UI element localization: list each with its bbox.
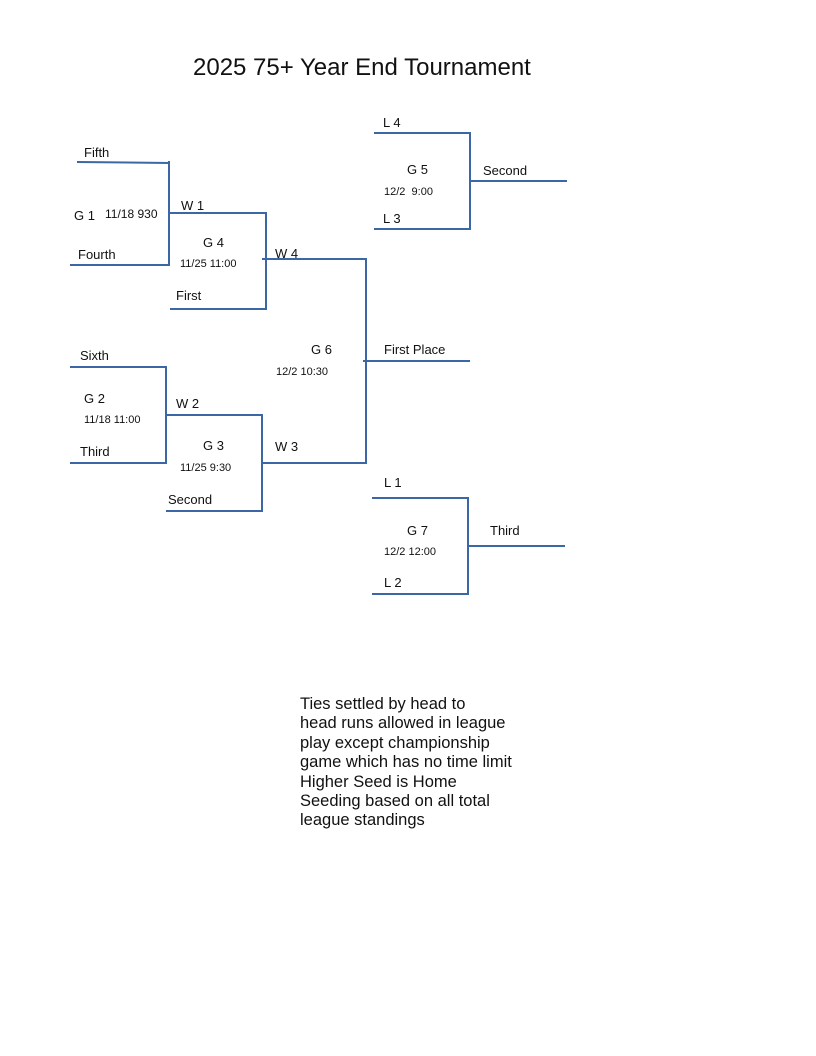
g1-top-line <box>76 160 171 165</box>
g1-bottom-team: Fourth <box>78 247 116 262</box>
g4-bottom-team: First <box>176 288 202 303</box>
page-title: 2025 75+ Year End Tournament <box>193 54 531 81</box>
g2-name: G 2 <box>84 391 105 406</box>
g7-name: G 7 <box>407 523 428 538</box>
g6-result: First Place <box>384 342 446 357</box>
notes-line: Higher Seed is Home <box>300 772 457 791</box>
g2-schedule: 11/18 11:00 <box>84 414 141 426</box>
g5-bottom-team: L 3 <box>383 211 401 226</box>
g6-top-team: W 4 <box>275 246 299 261</box>
g5-top-team: L 4 <box>383 115 401 130</box>
g5-name: G 5 <box>407 162 428 177</box>
g7-bottom-team: L 2 <box>384 575 402 590</box>
notes-line: Ties settled by head to <box>300 695 466 713</box>
g4-name: G 4 <box>203 235 224 250</box>
g7-top-team: L 1 <box>384 475 402 490</box>
g2-bottom-team: Third <box>80 444 110 459</box>
notes-line: head runs allowed in league <box>300 714 506 733</box>
notes-line: game which has no time limit <box>300 753 512 772</box>
g3-schedule: 11/25 9:30 <box>180 462 232 474</box>
notes-line: league standings <box>300 811 425 830</box>
g6-schedule: 12/2 10:30 <box>276 366 328 378</box>
g4-schedule: 11/25 11:00 <box>180 258 237 270</box>
g6-bottom-team: W 3 <box>275 439 299 454</box>
g2-top-team: Sixth <box>80 348 109 363</box>
g6-name: G 6 <box>311 342 332 357</box>
g7-result: Third <box>490 523 520 538</box>
g4-top-team: W 1 <box>181 198 205 213</box>
notes-line: play except championship <box>300 733 490 752</box>
g7-schedule: 12/2 12:00 <box>384 546 436 558</box>
tournament-notes: Ties settled by head to head runs allowe… <box>300 695 512 831</box>
notes-line: Seeding based on all total <box>300 792 490 811</box>
g1-schedule: 11/18 930 <box>105 207 158 221</box>
g3-name: G 3 <box>203 438 224 453</box>
g3-top-team: W 2 <box>176 396 200 411</box>
g5-schedule: 12/2 9:00 <box>384 186 433 198</box>
g3-bottom-team: Second <box>168 492 213 507</box>
g1-top-team: Fifth <box>84 145 110 160</box>
g1-name: G 1 <box>74 208 95 223</box>
g5-result: Second <box>483 163 528 178</box>
